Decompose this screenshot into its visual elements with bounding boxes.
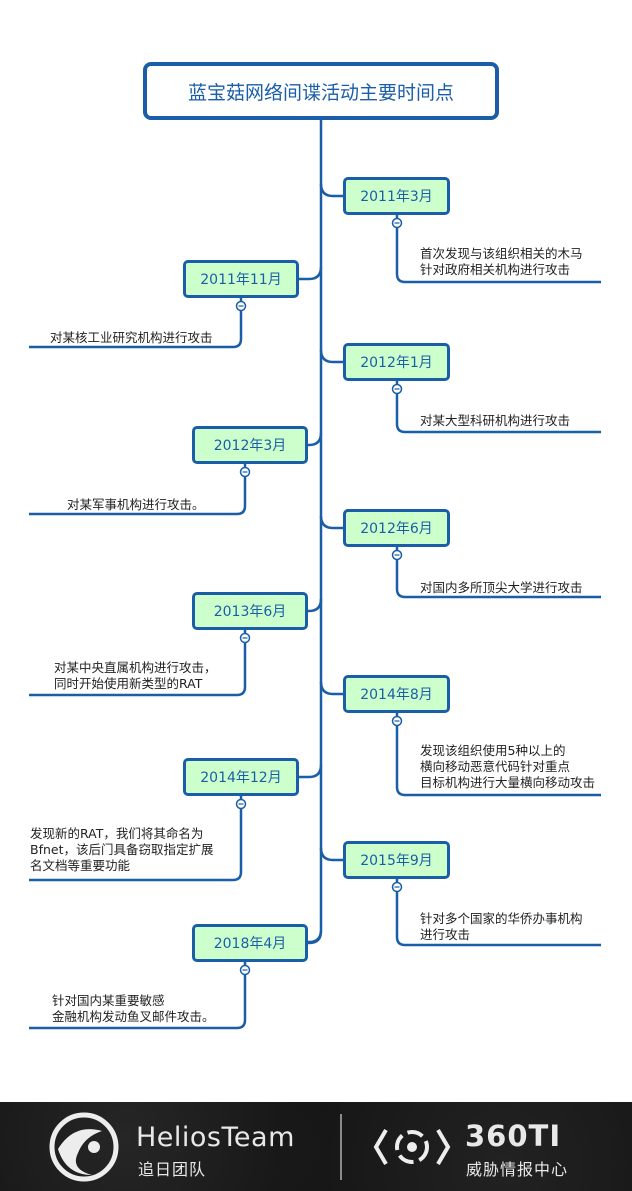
description-connector (29, 464, 247, 516)
timeline-event-description: 发现新的RAT，我们将其命名为 Bfnet，该后门具备窃取指定扩展 名文档等重要… (30, 826, 214, 873)
branch-connector (319, 847, 343, 862)
timeline-date-box: 2014年8月 (343, 675, 450, 713)
timeline-event-description: 针对国内某重要敏感 金融机构发动鱼叉邮件攻击。 (52, 993, 215, 1024)
helios-team-name: HeliosTeam (136, 1122, 295, 1153)
footer-divider (340, 1114, 342, 1180)
branch-connector (319, 515, 343, 530)
diagram-title: 蓝宝菇网络间谍活动主要时间点 (143, 62, 499, 120)
timeline-date-box: 2012年3月 (192, 426, 308, 464)
helios-team-cn-name: 追日团队 (138, 1160, 207, 1179)
360ti-brand-cn-name: 威胁情报中心 (466, 1160, 569, 1179)
timeline-date-box: 2011年11月 (183, 260, 299, 298)
branch-connector (308, 598, 323, 613)
timeline-date-box: 2018年4月 (192, 924, 308, 962)
description-connector (395, 713, 601, 797)
timeline-event-description: 发现该组织使用5种以上的 横向移动恶意代码针对重点 目标机构进行大量横向移动攻击 (420, 743, 596, 790)
description-connector (395, 381, 601, 434)
timeline-event-description: 对某中央直属机构进行攻击， 同时开始使用新类型的RAT (54, 660, 217, 691)
branch-connector (319, 349, 343, 364)
timeline-connectors (29, 120, 601, 1030)
timeline-date-box: 2012年6月 (343, 509, 450, 547)
description-connector (29, 796, 243, 882)
description-connector (395, 879, 601, 947)
branch-connector (319, 681, 343, 696)
timeline-spine (300, 120, 323, 944)
timeline-event-description: 针对多个国家的华侨办事机构 进行攻击 (420, 911, 583, 942)
360ti-brand-name: 360TI (465, 1119, 562, 1153)
timeline-date-box: 2011年3月 (343, 177, 450, 215)
timeline-event-description: 对某核工业研究机构进行攻击 (50, 330, 213, 345)
branch-connector (319, 183, 343, 198)
timeline-date-box: 2013年6月 (192, 592, 308, 630)
timeline-date-box: 2015年9月 (343, 841, 450, 879)
360ti-logo-icon (373, 1128, 451, 1166)
timeline-event-description: 首次发现与该组织相关的木马 针对政府相关机构进行攻击 (420, 246, 583, 277)
timeline-event-description: 对某军事机构进行攻击。 (67, 497, 205, 512)
description-connector (29, 962, 247, 1030)
timeline-date-box: 2014年12月 (183, 758, 299, 796)
timeline-diagram (29, 120, 601, 1030)
helios-logo-icon (49, 1112, 119, 1182)
branch-connector (308, 432, 323, 447)
timeline-date-box: 2012年1月 (343, 343, 450, 381)
branch-connector (299, 764, 323, 779)
timeline-event-description: 对国内多所顶尖大学进行攻击 (420, 580, 583, 595)
description-connector (29, 630, 247, 697)
description-connector (395, 547, 601, 599)
footer-banner (0, 1102, 632, 1191)
description-connector (29, 298, 243, 349)
branch-connector (299, 266, 323, 281)
branch-connector (308, 930, 323, 945)
timeline-event-description: 对某大型科研机构进行攻击 (420, 413, 571, 428)
description-connector (395, 215, 601, 284)
